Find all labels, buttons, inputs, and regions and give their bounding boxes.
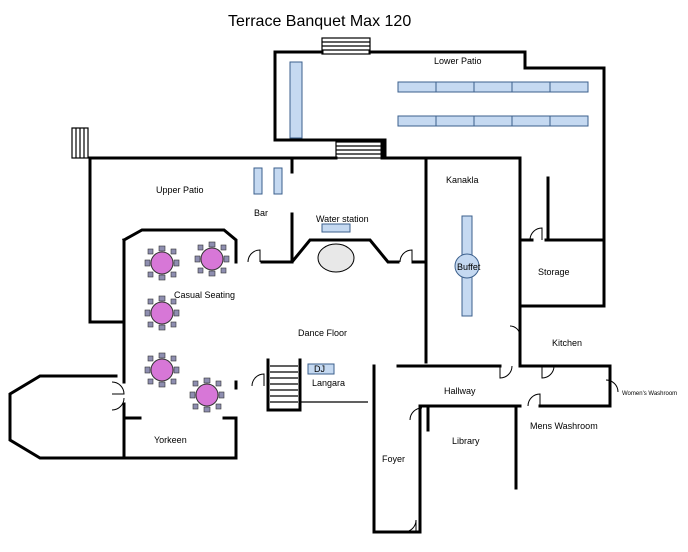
label-storage: Storage bbox=[538, 267, 570, 277]
patio-table bbox=[511, 81, 551, 93]
bar-table bbox=[273, 167, 283, 195]
label-dj: DJ bbox=[314, 364, 325, 374]
label-casual-seating: Casual Seating bbox=[174, 290, 235, 300]
water-station-table bbox=[321, 223, 351, 233]
water-feature bbox=[317, 243, 355, 273]
patio-table bbox=[435, 81, 475, 93]
stairs-mid bbox=[335, 141, 385, 159]
stairs-langara bbox=[270, 365, 298, 403]
label-womens-washroom: Women's Washroom bbox=[622, 391, 677, 397]
label-lower-patio: Lower Patio bbox=[434, 56, 482, 66]
stairs-left bbox=[71, 127, 89, 159]
label-upper-patio: Upper Patio bbox=[156, 185, 204, 195]
label-yorkeen: Yorkeen bbox=[154, 435, 187, 445]
patio-table bbox=[549, 115, 589, 127]
patio-table bbox=[289, 61, 303, 139]
doors bbox=[111, 227, 619, 533]
round-table bbox=[189, 377, 225, 413]
patio-table bbox=[473, 81, 513, 93]
walls bbox=[8, 50, 612, 534]
round-table bbox=[194, 241, 230, 277]
stairs-top bbox=[321, 37, 371, 55]
bar-table bbox=[253, 167, 263, 195]
label-kanakla: Kanakla bbox=[446, 175, 479, 185]
round-table bbox=[144, 352, 180, 388]
label-mens-washroom: Mens Washroom bbox=[530, 421, 598, 431]
round-table bbox=[144, 295, 180, 331]
label-bar: Bar bbox=[254, 208, 268, 218]
label-dance-floor: Dance Floor bbox=[298, 328, 347, 338]
label-langara: Langara bbox=[312, 378, 345, 388]
label-buffet: Buffet bbox=[457, 262, 481, 272]
buffet-table bbox=[454, 215, 480, 317]
label-foyer: Foyer bbox=[382, 454, 405, 464]
patio-table bbox=[473, 115, 513, 127]
round-table bbox=[144, 245, 180, 281]
label-kitchen: Kitchen bbox=[552, 338, 582, 348]
patio-table bbox=[511, 115, 551, 127]
patio-table bbox=[397, 81, 437, 93]
label-library: Library bbox=[452, 436, 480, 446]
label-hallway: Hallway bbox=[444, 386, 476, 396]
plan-title: Terrace Banquet Max 120 bbox=[228, 13, 411, 30]
patio-table bbox=[435, 115, 475, 127]
patio-table bbox=[397, 115, 437, 127]
patio-table bbox=[549, 81, 589, 93]
lower-patio-tables bbox=[289, 61, 589, 139]
label-water-station: Water station bbox=[316, 214, 369, 224]
dj-table bbox=[307, 363, 335, 375]
